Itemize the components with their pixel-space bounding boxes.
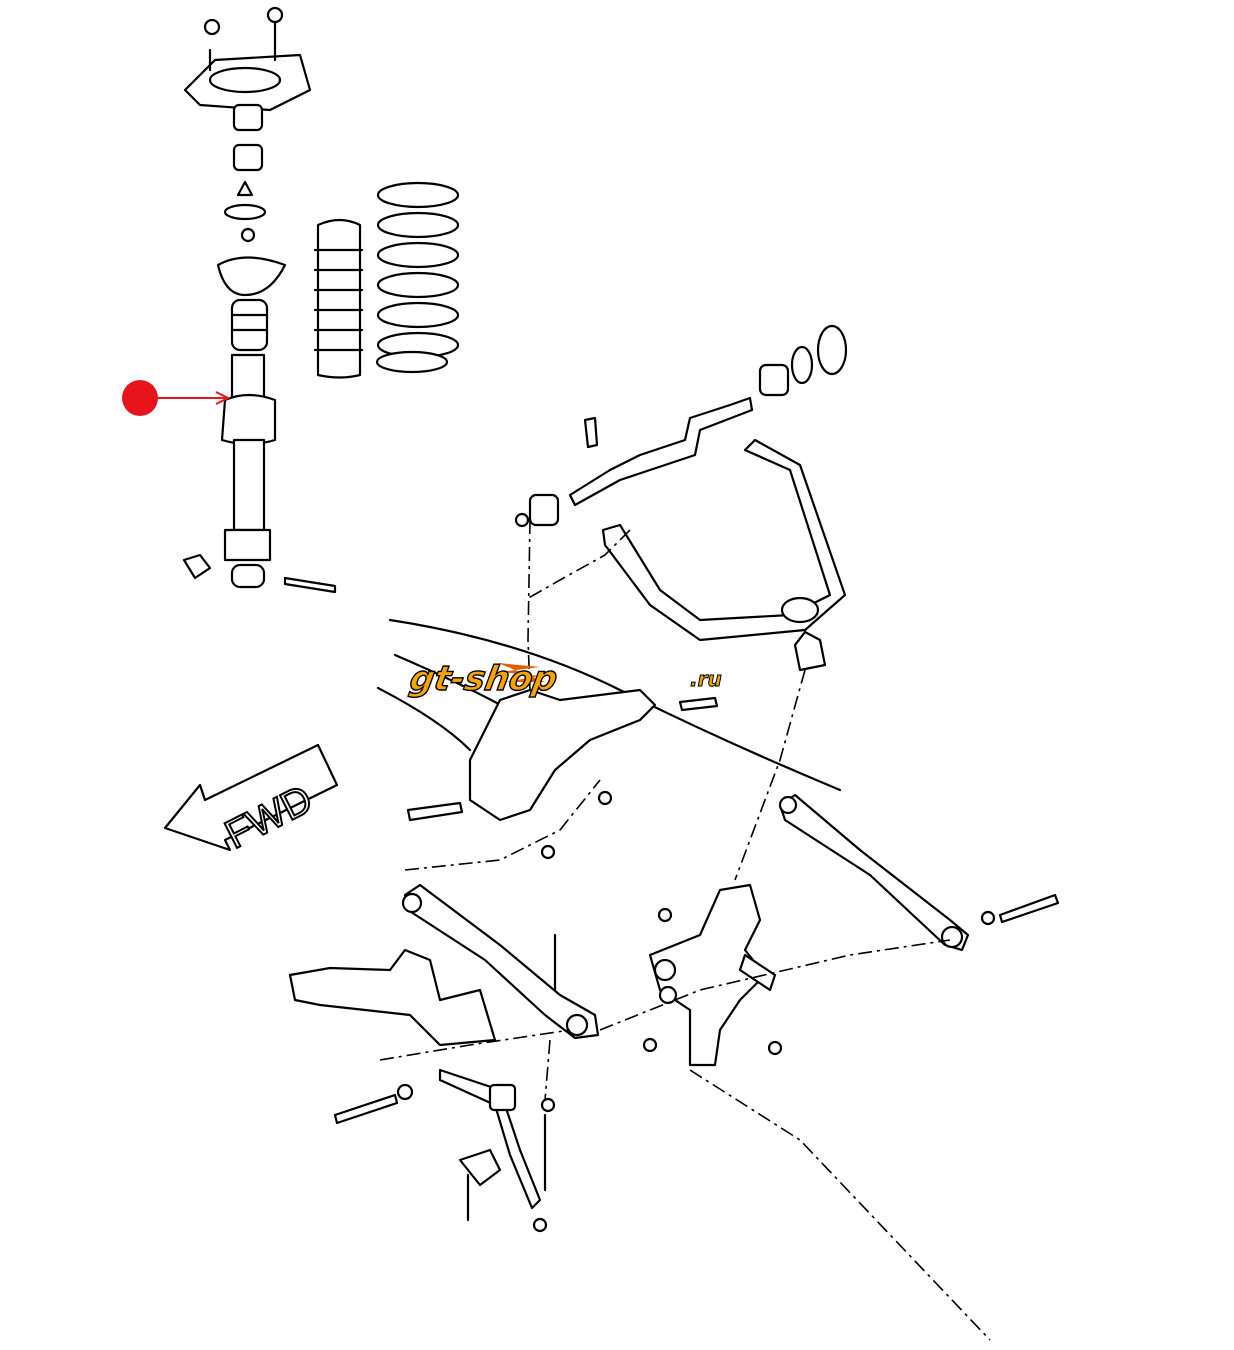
strut-mount	[183, 6, 312, 112]
lower-links	[401, 793, 1060, 1040]
watermark-text: gt-shop	[407, 659, 561, 699]
assembly-leader-lines	[379, 519, 991, 1341]
forward-arrow: FWD	[163, 743, 339, 858]
coil-spring	[375, 181, 460, 374]
knuckle	[642, 883, 783, 1067]
watermark-suffix: .ru	[690, 667, 722, 691]
upper-link	[514, 324, 848, 528]
highlight-marker	[122, 380, 231, 416]
upper-control-arm	[601, 438, 847, 672]
shock-absorber	[182, 256, 337, 594]
bushings	[223, 103, 267, 243]
subframe	[376, 618, 842, 860]
dust-boot	[313, 218, 364, 379]
stabilizer-bar	[288, 933, 557, 1233]
gt-shop-watermark-logo: gt-shop .ru	[406, 659, 722, 700]
